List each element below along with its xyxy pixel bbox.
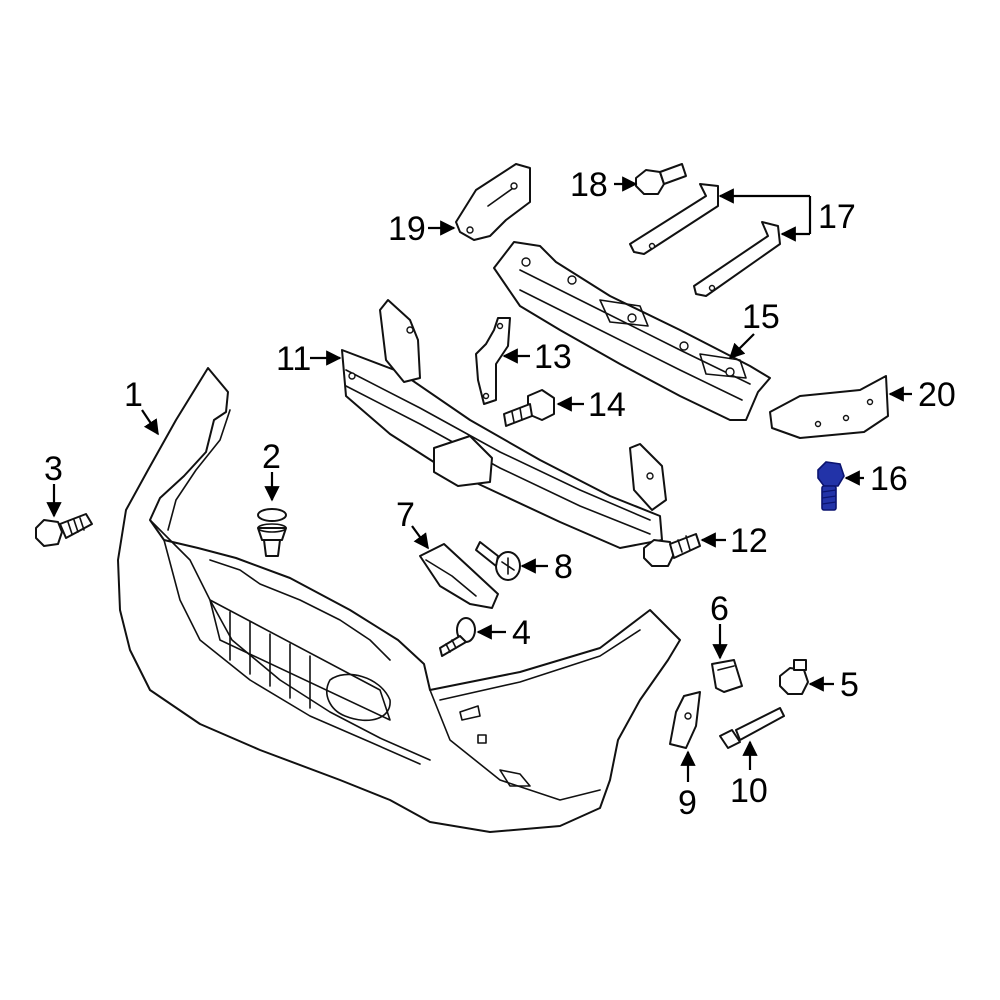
- callout-5: 5: [840, 666, 859, 704]
- callout-15: 15: [742, 298, 780, 336]
- bolt-part-5[interactable]: [779, 659, 809, 695]
- bumper-cover-part-1[interactable]: [117, 367, 681, 833]
- callout-20: 20: [918, 376, 956, 414]
- bracket-part-19[interactable]: [455, 163, 531, 241]
- pin-part-10[interactable]: [719, 707, 785, 749]
- screw-part-8[interactable]: [475, 541, 521, 581]
- callout-7: 7: [396, 496, 415, 534]
- bracket-part-20[interactable]: [769, 375, 889, 439]
- bracket-part-9[interactable]: [669, 691, 701, 749]
- callout-9: 9: [678, 784, 697, 822]
- leader-lines: [46, 176, 912, 782]
- bracket-part-13[interactable]: [475, 317, 511, 405]
- bolt-part-12[interactable]: [643, 533, 701, 567]
- callout-3: 3: [44, 450, 63, 488]
- callout-6: 6: [710, 590, 729, 628]
- brace-pair-part-17[interactable]: [629, 183, 781, 297]
- callout-13: 13: [534, 338, 572, 376]
- bolt-part-18[interactable]: [635, 163, 687, 195]
- tie-bar-part-15[interactable]: [493, 241, 771, 421]
- push-clip-part-2[interactable]: [257, 508, 287, 557]
- callout-8: 8: [554, 548, 573, 586]
- callout-16: 16: [870, 460, 908, 498]
- bolt-part-16-highlighted[interactable]: [817, 461, 845, 511]
- bracket-part-7[interactable]: [419, 543, 499, 609]
- bolt-part-14[interactable]: [503, 389, 555, 427]
- clip-nut-part-6[interactable]: [711, 659, 743, 693]
- callout-1: 1: [124, 376, 143, 414]
- callout-14: 14: [588, 386, 626, 424]
- callout-10: 10: [730, 772, 768, 810]
- impact-bar-part-11[interactable]: [341, 299, 667, 549]
- callout-11: 11: [276, 340, 311, 378]
- screw-part-4[interactable]: [439, 617, 476, 657]
- callout-4: 4: [512, 614, 531, 652]
- callout-2: 2: [262, 438, 281, 476]
- callout-17: 17: [818, 198, 856, 236]
- callout-19: 19: [388, 210, 426, 248]
- bolt-part-3[interactable]: [35, 513, 93, 547]
- callout-labels: 1 2 3 4 5 6 7 8 9 10 11 12 13 14 15 16 1…: [44, 166, 956, 822]
- callout-18: 18: [570, 166, 608, 204]
- callout-12: 12: [730, 522, 768, 560]
